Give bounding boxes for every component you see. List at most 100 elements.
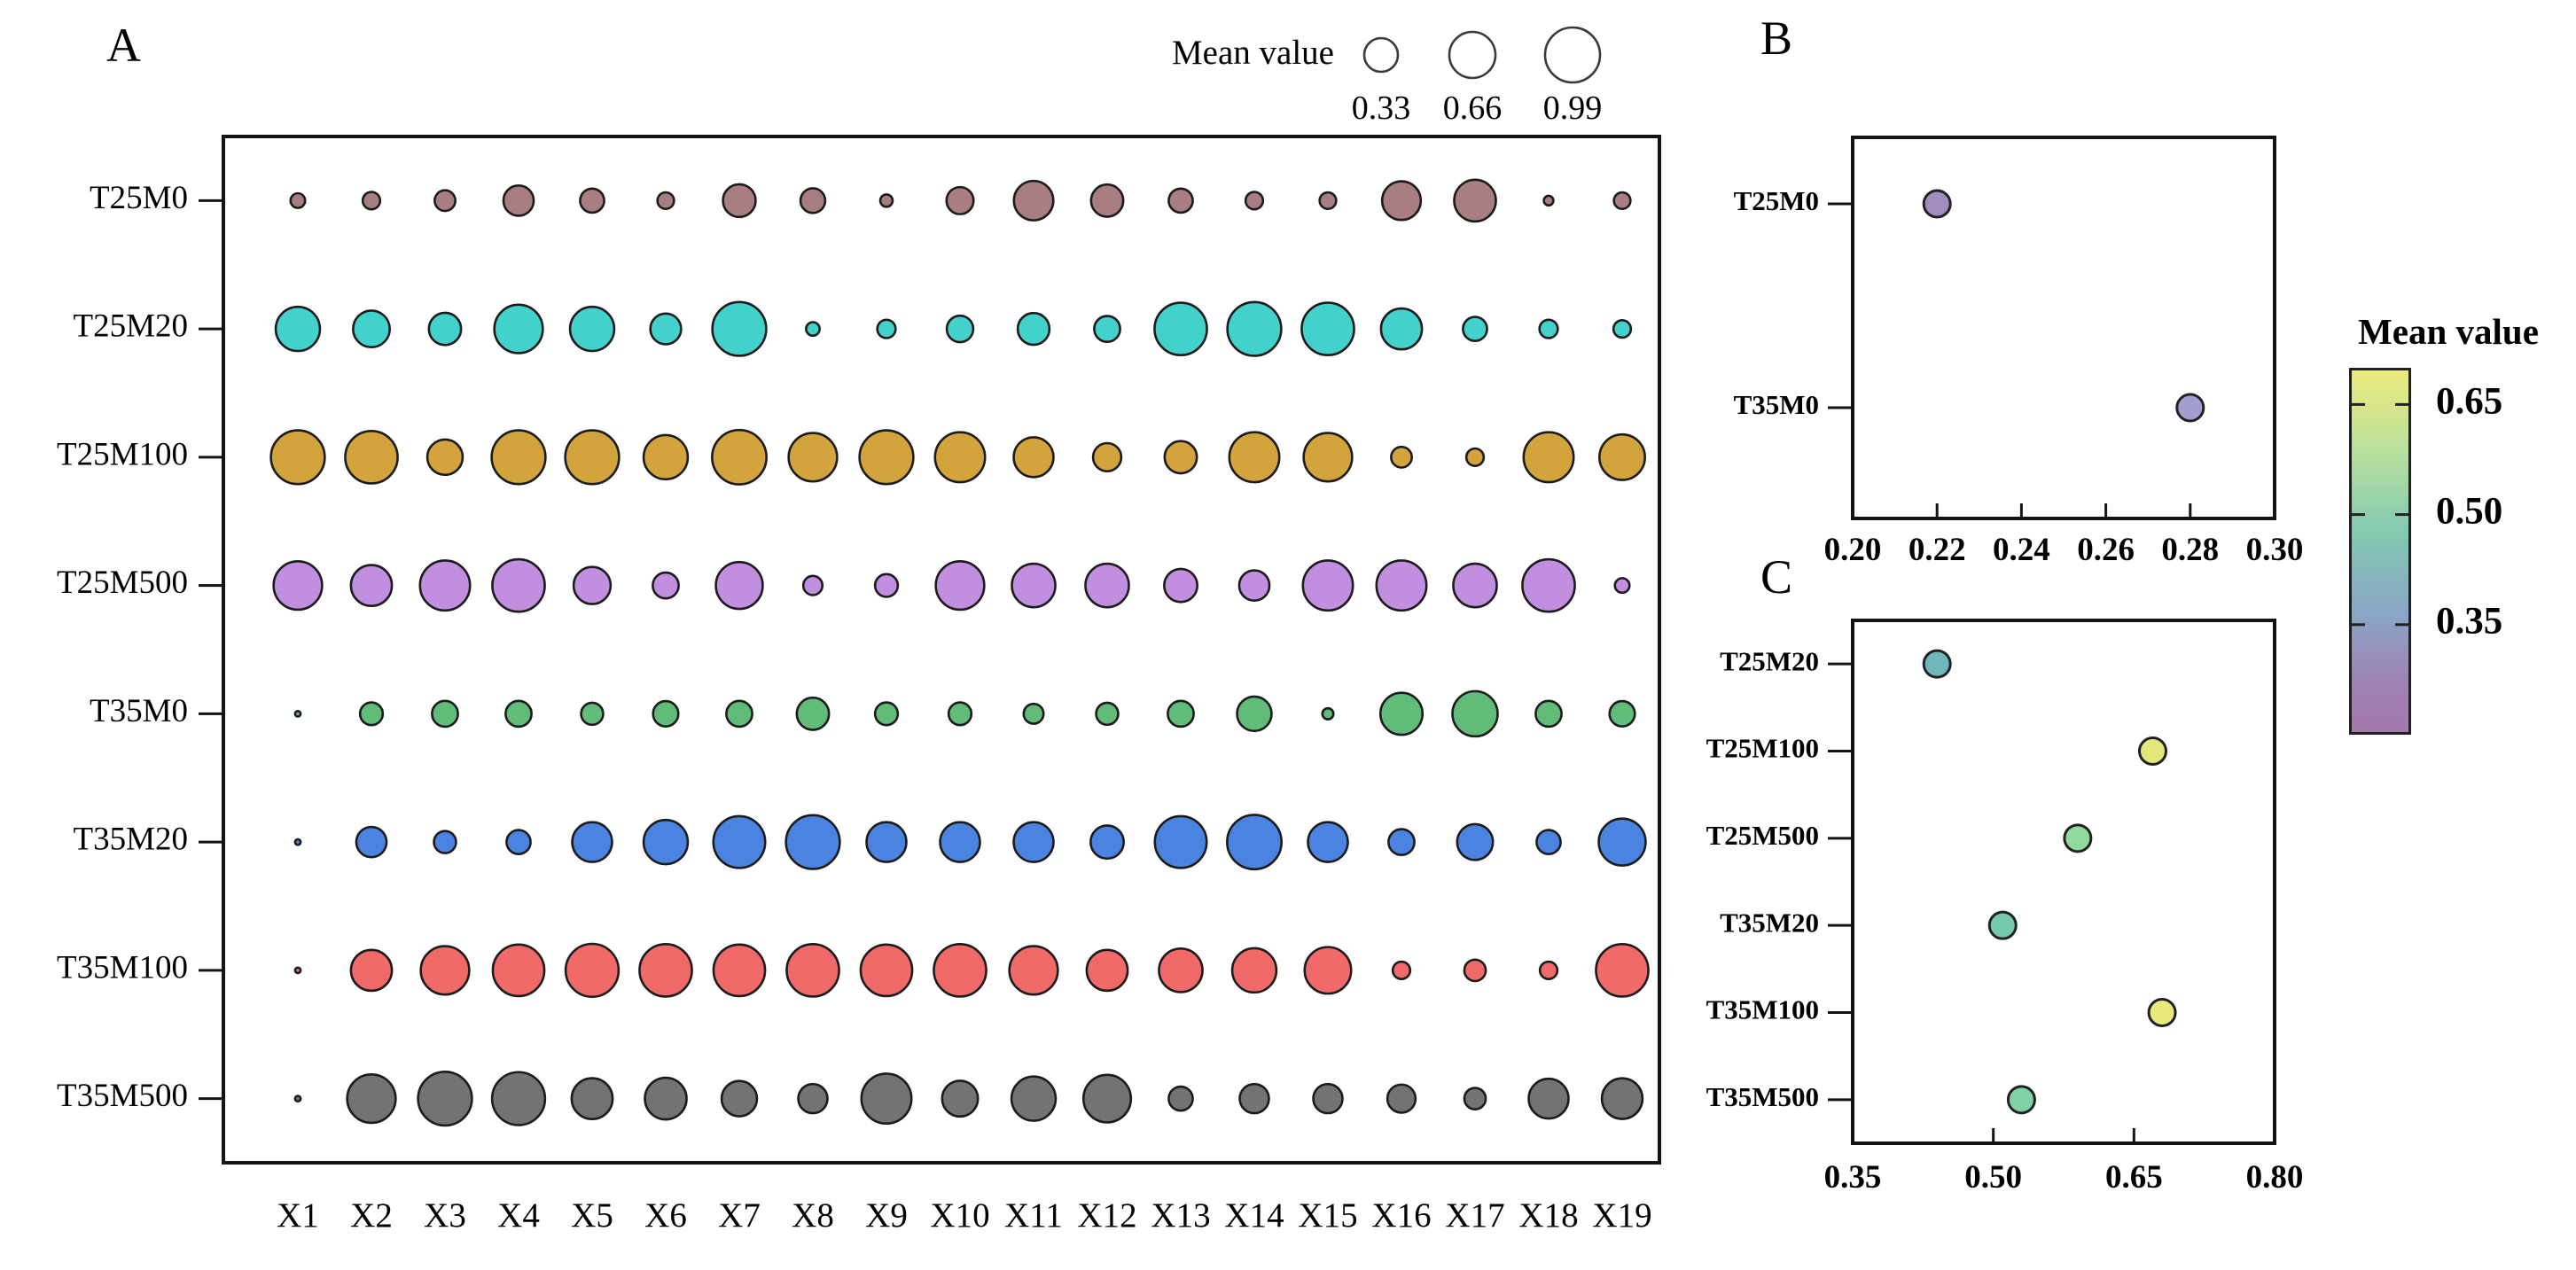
bubble-T35M500-X14 bbox=[1238, 1082, 1270, 1115]
x-axis-label-0.28: 0.28 bbox=[2161, 532, 2219, 568]
bubble-T25M100-X7 bbox=[711, 428, 768, 486]
panel-b-label: B bbox=[1760, 12, 1793, 65]
x-axis-label-X15: X15 bbox=[1298, 1196, 1357, 1235]
bubble-T25M0-X5 bbox=[579, 187, 605, 214]
bubble-T25M100-X8 bbox=[787, 432, 839, 483]
bubble-T25M0-X18 bbox=[1542, 194, 1555, 207]
x-axis-label-X12: X12 bbox=[1077, 1196, 1136, 1235]
bubble-T35M0-X11 bbox=[1022, 702, 1045, 725]
row-label-T35M500: T35M500 bbox=[57, 1078, 188, 1114]
bubble-T25M500-X15 bbox=[1301, 559, 1354, 612]
bubble-T35M100-X8 bbox=[785, 943, 840, 998]
bubble-T35M0-X3 bbox=[431, 699, 459, 728]
bubble-T35M100-X1 bbox=[293, 966, 302, 975]
row-label-T35M0: T35M0 bbox=[90, 693, 188, 729]
size-legend-circle-0.99 bbox=[1543, 26, 1602, 84]
bubble-T25M0-X8 bbox=[799, 187, 827, 214]
row-label-T35M20: T35M20 bbox=[1720, 907, 1819, 938]
size-legend-circle-0.33 bbox=[1362, 36, 1400, 74]
point-T25M100 bbox=[2137, 736, 2167, 766]
row-label-T25M500: T25M500 bbox=[57, 565, 188, 601]
bubble-T25M500-X16 bbox=[1375, 559, 1428, 612]
bubble-T35M500-X10 bbox=[941, 1079, 980, 1118]
bubble-T35M20-X14 bbox=[1226, 814, 1283, 871]
colorbar-title: Mean value bbox=[2358, 311, 2539, 352]
bubble-T35M100-X6 bbox=[638, 943, 693, 998]
bubble-T35M0-X5 bbox=[580, 701, 605, 727]
bubble-T35M0-X12 bbox=[1095, 701, 1120, 727]
colorbar-label-0.65: 0.65 bbox=[2436, 380, 2502, 422]
bubble-T25M0-X10 bbox=[945, 185, 975, 215]
bubble-T25M20-X19 bbox=[1612, 318, 1633, 339]
bubble-T35M100-X13 bbox=[1158, 947, 1204, 993]
row-label-T35M100: T35M100 bbox=[1706, 994, 1819, 1025]
bubble-T35M20-X18 bbox=[1535, 829, 1562, 856]
panel-c-frame bbox=[1851, 619, 2276, 1145]
bubble-T35M20-X3 bbox=[433, 830, 457, 854]
bubble-T35M100-X16 bbox=[1391, 960, 1412, 981]
bubble-T25M100-X9 bbox=[858, 429, 915, 486]
point-T35M0 bbox=[2175, 393, 2205, 423]
bubble-T25M20-X11 bbox=[1016, 311, 1051, 347]
bubble-T35M20-X4 bbox=[505, 829, 532, 856]
x-axis-label-X14: X14 bbox=[1224, 1196, 1284, 1235]
bubble-T35M500-X13 bbox=[1167, 1085, 1194, 1112]
bubble-T35M100-X12 bbox=[1085, 948, 1129, 993]
bubble-T35M500-X2 bbox=[346, 1072, 397, 1125]
bubble-T25M20-X7 bbox=[711, 300, 768, 357]
bubble-T35M500-X15 bbox=[1312, 1082, 1344, 1115]
bubble-T25M0-X13 bbox=[1167, 187, 1194, 214]
point-T25M20 bbox=[1922, 649, 1952, 679]
x-axis-label-X8: X8 bbox=[792, 1196, 834, 1235]
x-axis-label-X4: X4 bbox=[497, 1196, 540, 1235]
bubble-T25M0-X2 bbox=[361, 191, 382, 211]
bubble-T35M0-X18 bbox=[1534, 699, 1563, 728]
x-axis-label-0.80: 0.80 bbox=[2246, 1159, 2304, 1196]
bubble-T35M500-X16 bbox=[1386, 1083, 1417, 1114]
bubble-T35M0-X17 bbox=[1451, 690, 1499, 738]
bubble-T25M0-X3 bbox=[433, 189, 457, 213]
bubble-T35M500-X6 bbox=[644, 1076, 688, 1121]
bubble-T35M500-X19 bbox=[1600, 1077, 1644, 1120]
bubble-T25M20-X9 bbox=[876, 318, 897, 339]
bubble-T35M20-X11 bbox=[1012, 821, 1055, 863]
colorbar-gradient bbox=[2349, 368, 2411, 735]
x-axis-label-0.24: 0.24 bbox=[1993, 532, 2050, 568]
bubble-T35M20-X9 bbox=[865, 821, 908, 863]
bubble-T25M100-X5 bbox=[564, 429, 621, 486]
bubble-T25M500-X18 bbox=[1521, 557, 1576, 613]
bubble-T25M20-X13 bbox=[1153, 301, 1208, 356]
size-legend-value-0.99: 0.99 bbox=[1543, 90, 1603, 127]
x-axis-label-X13: X13 bbox=[1151, 1196, 1210, 1235]
bubble-T25M20-X12 bbox=[1093, 315, 1121, 344]
bubble-T35M20-X15 bbox=[1307, 821, 1349, 863]
bubble-T35M0-X19 bbox=[1608, 699, 1636, 728]
x-axis-label-0.30: 0.30 bbox=[2246, 532, 2304, 568]
bubble-T25M100-X10 bbox=[933, 431, 987, 484]
bubble-T35M0-X8 bbox=[795, 696, 831, 731]
bubble-T35M100-X14 bbox=[1230, 947, 1278, 994]
bubble-T25M20-X4 bbox=[493, 303, 544, 355]
bubble-T25M20-X6 bbox=[649, 312, 683, 346]
size-legend-circle-0.66 bbox=[1448, 30, 1497, 80]
point-T25M0 bbox=[1922, 189, 1952, 219]
bubble-T25M0-X6 bbox=[656, 191, 675, 211]
colorbar-label-0.50: 0.50 bbox=[2436, 490, 2502, 532]
bubble-T25M500-X5 bbox=[572, 565, 613, 605]
bubble-T25M100-X3 bbox=[425, 438, 464, 477]
bubble-T35M0-X16 bbox=[1378, 691, 1425, 736]
bubble-T25M100-X19 bbox=[1598, 432, 1646, 481]
bubble-T25M100-X4 bbox=[490, 429, 547, 486]
bubble-T35M100-X19 bbox=[1595, 943, 1650, 998]
bubble-T35M20-X1 bbox=[293, 838, 302, 846]
bubble-T35M0-X15 bbox=[1321, 706, 1335, 721]
x-axis-label-X7: X7 bbox=[718, 1196, 761, 1235]
bubble-T25M0-X19 bbox=[1612, 191, 1632, 211]
bubble-T35M20-X7 bbox=[712, 814, 767, 869]
bubble-T35M0-X6 bbox=[652, 699, 680, 728]
bubble-T25M100-X16 bbox=[1390, 445, 1413, 469]
x-axis-label-0.22: 0.22 bbox=[1909, 532, 1966, 568]
bubble-T35M100-X5 bbox=[564, 942, 621, 999]
bubble-T25M20-X10 bbox=[945, 314, 975, 344]
bubble-T35M500-X1 bbox=[293, 1095, 302, 1103]
